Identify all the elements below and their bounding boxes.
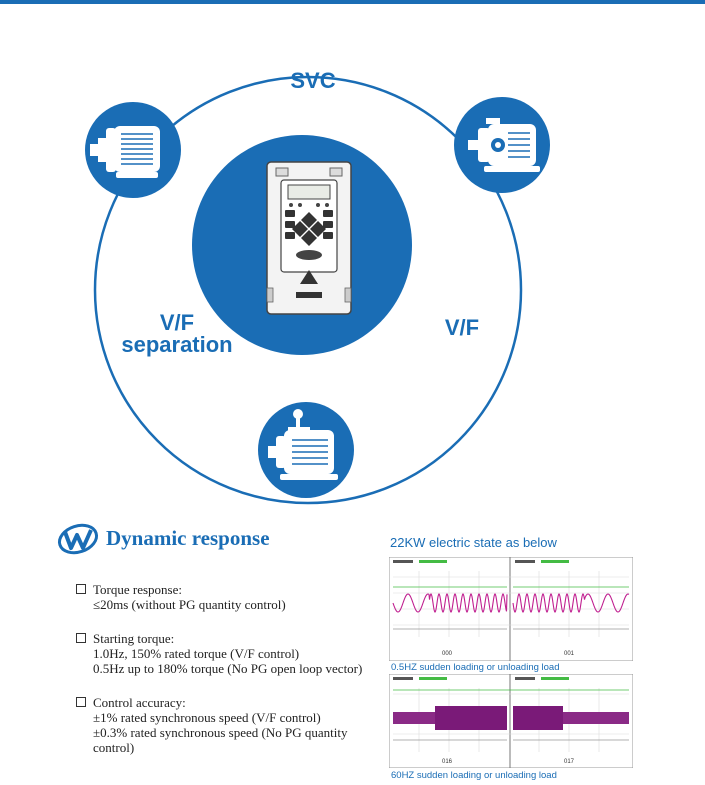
scope-capture-low-freq: 000 001 xyxy=(389,557,633,661)
spec-line: ±0.3% rated synchronous speed (No PG qua… xyxy=(93,725,348,740)
spec-head: Starting torque: xyxy=(76,631,376,646)
control-modes-diagram xyxy=(85,75,550,505)
spec-head: Torque response: xyxy=(76,582,376,597)
screen-id: 000 xyxy=(442,651,453,657)
spec-line: 0.5Hz up to 180% torque (No PG open loop… xyxy=(93,661,363,676)
orbit-ring xyxy=(93,75,523,505)
spec-item: Starting torque: 1.0Hz, 150% rated torqu… xyxy=(76,631,376,676)
panel-title: 22KW electric state as below xyxy=(390,535,557,550)
spec-head-text: Torque response: xyxy=(93,582,182,597)
brand-logo-icon xyxy=(57,523,99,555)
motor-icon xyxy=(454,97,550,193)
spec-head: Control accuracy: xyxy=(76,695,376,710)
inverter-icon xyxy=(266,161,352,315)
current-envelope xyxy=(393,712,435,724)
checkbox-icon xyxy=(76,697,86,707)
mode-label-line: V/F xyxy=(159,310,195,335)
spec-item: Control accuracy: ±1% rated synchronous … xyxy=(76,695,376,755)
caption-high-freq: 60HZ sudden loading or unloading load xyxy=(391,770,557,781)
top-rule xyxy=(0,0,705,4)
section-title: Dynamic response xyxy=(106,526,270,550)
scope-capture-high-freq: 016 017 xyxy=(389,674,633,768)
checkbox-icon xyxy=(76,633,86,643)
mode-label-vf: V/F xyxy=(444,315,480,340)
current-waveform xyxy=(512,593,630,613)
mode-label-svc: SVC xyxy=(290,68,336,93)
current-waveform xyxy=(392,593,508,613)
spec-list: Torque response: ≤20ms (without PG quant… xyxy=(76,582,376,774)
current-envelope xyxy=(513,706,563,730)
current-envelope xyxy=(563,712,629,724)
spec-line: ±1% rated synchronous speed (V/F control… xyxy=(93,710,321,725)
motor-icon xyxy=(258,402,354,498)
spec-item: Torque response: ≤20ms (without PG quant… xyxy=(76,582,376,612)
mode-label-line: separation xyxy=(121,332,233,357)
motor-icon xyxy=(85,102,181,198)
screen-id: 001 xyxy=(564,651,575,657)
spec-head-text: Control accuracy: xyxy=(93,695,186,710)
mode-label-vf-separation: V/F separation xyxy=(110,312,244,356)
spec-head-text: Starting torque: xyxy=(93,631,175,646)
spec-line: ≤20ms (without PG quantity control) xyxy=(93,597,286,612)
caption-low-freq: 0.5HZ sudden loading or unloading load xyxy=(391,662,560,673)
current-envelope xyxy=(435,706,507,730)
screen-id: 016 xyxy=(442,759,453,765)
checkbox-icon xyxy=(76,584,86,594)
spec-line: 1.0Hz, 150% rated torque (V/F control) xyxy=(93,646,300,661)
spec-line: control) xyxy=(93,740,135,755)
screen-id: 017 xyxy=(564,759,575,765)
